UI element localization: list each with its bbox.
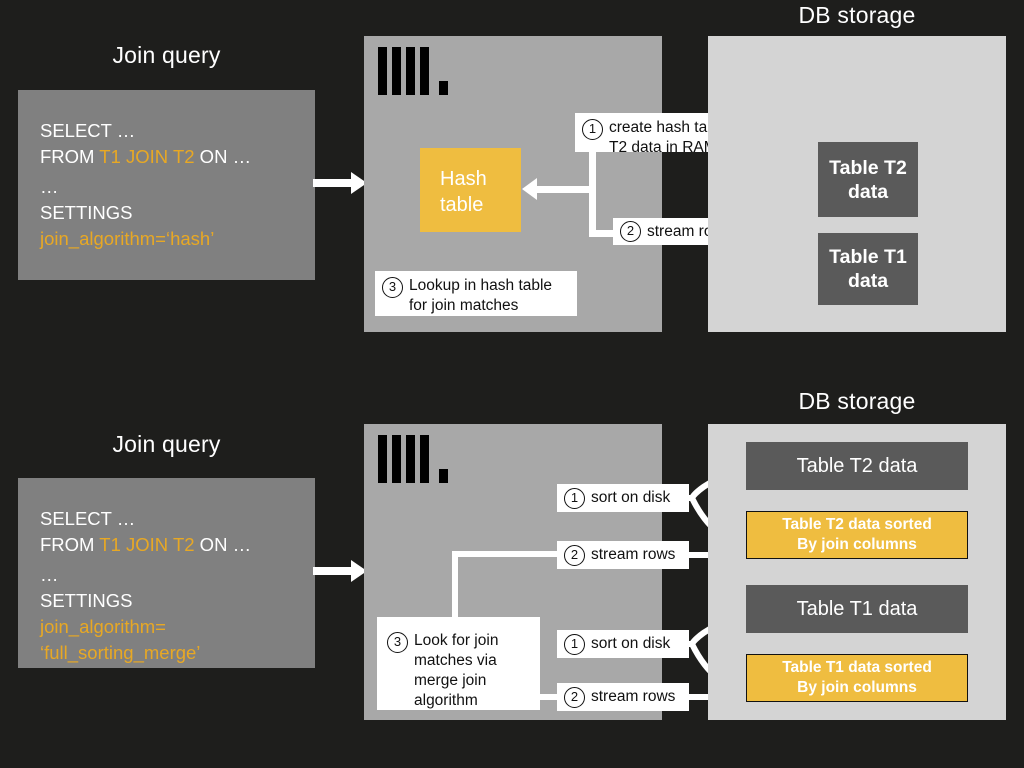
bottom-query-on-keyword: ON …	[194, 534, 252, 555]
top-query-from-keyword: FROM	[40, 146, 100, 167]
top-table-t2-line-2: data	[847, 180, 889, 203]
hash-table-line-2: table	[440, 194, 484, 216]
bottom-query-line-2: FROM T1 JOIN T2 ON …	[40, 532, 315, 558]
bottom-callout-stream-t1-text: stream rows	[591, 688, 676, 705]
top-table-t2-box: Table T2 data	[818, 142, 918, 217]
bottom-query-line-5: join_algorithm=	[40, 616, 166, 637]
bottom-storage-panel: Table T2 data Table T2 data sorted By jo…	[708, 424, 1006, 720]
clickhouse-logo-bar	[378, 47, 387, 95]
top-hash-arrow-head	[522, 178, 537, 200]
bottom-flow-arrow-shaft	[313, 567, 351, 575]
bottom-merge-to-stream2	[539, 694, 564, 700]
bottom-table-t1-raw-box: Table T1 data	[746, 585, 968, 633]
top-table-t2-line-1: Table T2	[829, 156, 907, 179]
bottom-table-t1-sorted-line-2: By join columns	[797, 679, 917, 696]
top-query-on-keyword: ON …	[194, 146, 252, 167]
bottom-table-t2-sorted-line-1: Table T2 data sorted	[782, 516, 932, 533]
bottom-elbow-vertical	[452, 551, 458, 619]
bottom-join-query-title: Join query	[112, 431, 221, 457]
bottom-query-line-3: …	[40, 564, 59, 585]
bottom-callout-sort-t1-number: 1	[564, 633, 585, 655]
bottom-callout-sort-t1: 1 sort on disk	[557, 630, 689, 658]
bottom-query-line-4: SETTINGS	[40, 590, 133, 611]
bottom-query-box: SELECT … FROM T1 JOIN T2 ON … … SETTINGS…	[18, 478, 315, 668]
clickhouse-logo-bar	[378, 435, 387, 483]
clickhouse-logo-bar	[406, 435, 415, 483]
bottom-table-t1-sorted-line-1: Table T1 data sorted	[782, 659, 932, 676]
clickhouse-logo-dot	[439, 469, 448, 483]
clickhouse-logo-bar	[392, 435, 401, 483]
clickhouse-logo-bar	[420, 47, 429, 95]
bottom-query-line-6: ‘full_sorting_merge’	[40, 642, 201, 663]
bottom-table-t2-raw-label: Table T2 data	[796, 455, 918, 477]
top-join-query-title: Join query	[112, 42, 221, 68]
bottom-flow-arrow-head	[351, 560, 367, 582]
top-flow-arrow	[313, 172, 367, 194]
clickhouse-logo-icon	[378, 435, 448, 483]
clickhouse-logo-bar	[420, 435, 429, 483]
bottom-callout-stream-t2-text: stream rows	[591, 546, 676, 563]
bottom-callout-sort-t2-text: sort on disk	[591, 489, 671, 506]
clickhouse-logo-icon	[378, 47, 448, 95]
bottom-callout-3-merge: 3 Look for join matches via merge join a…	[377, 617, 540, 710]
bottom-callout-stream-t1: 2 stream rows	[557, 683, 689, 711]
bottom-callout-stream-t2-number: 2	[564, 544, 585, 566]
bottom-table-t2-raw-box: Table T2 data	[746, 442, 968, 490]
top-query-line-5: join_algorithm=‘hash’	[40, 228, 215, 249]
top-table-t1-line-2: data	[847, 270, 889, 292]
bottom-callout-sort-t2-number: 1	[564, 487, 585, 509]
top-flow-arrow-shaft	[313, 179, 351, 187]
bottom-db-storage-title: DB storage	[798, 388, 916, 414]
top-bracket-spine	[589, 141, 596, 237]
clickhouse-logo-bar	[406, 47, 415, 95]
top-query-line-4: SETTINGS	[40, 202, 133, 223]
hash-table-box: Hash table	[420, 148, 521, 232]
top-db-storage-title: DB storage	[798, 2, 916, 28]
top-callout-2-number: 2	[620, 221, 641, 242]
bottom-table-t1-raw-label: Table T1 data	[796, 598, 918, 620]
bottom-table-t1-sorted-box: Table T1 data sorted By join columns	[746, 654, 968, 702]
hash-table-line-1: Hash	[440, 168, 487, 190]
bottom-callout-3-text: Look for join matches via merge join alg…	[414, 632, 499, 709]
bottom-query-tables: T1 JOIN T2	[99, 534, 195, 555]
bottom-callout-stream-t1-number: 2	[564, 686, 585, 708]
bottom-query-from-keyword: FROM	[40, 534, 100, 555]
top-query-tables: T1 JOIN T2	[99, 146, 195, 167]
top-query-line-2: FROM T1 JOIN T2 ON …	[40, 144, 315, 170]
top-callout-3-number: 3	[382, 277, 403, 298]
bottom-flow-arrow	[313, 560, 367, 582]
bottom-table-t2-sorted-box: Table T2 data sorted By join columns	[746, 511, 968, 559]
top-table-t1-line-1: Table T1	[829, 246, 907, 268]
bottom-callout-sort-t1-text: sort on disk	[591, 635, 671, 652]
top-bracket-stub-lower	[589, 230, 613, 237]
top-storage-panel: Table T2 data Table T1 data	[708, 36, 1006, 332]
top-callout-1-number: 1	[582, 119, 603, 140]
top-flow-arrow-head	[351, 172, 367, 194]
top-callout-3-text: Lookup in hash table for join matches	[409, 277, 553, 314]
top-bracket-to-hash	[537, 186, 591, 193]
top-table-t1-box: Table T1 data	[818, 233, 918, 305]
bottom-query-line-1: SELECT …	[40, 508, 136, 529]
top-query-line-1: SELECT …	[40, 120, 136, 141]
clickhouse-logo-bar	[392, 47, 401, 95]
bottom-callout-3-number: 3	[387, 632, 408, 653]
bottom-callout-stream-t2: 2 stream rows	[557, 541, 689, 569]
top-query-box: SELECT … FROM T1 JOIN T2 ON … … SETTINGS…	[18, 90, 315, 280]
top-query-line-3: …	[40, 176, 59, 197]
bottom-callout-sort-t2: 1 sort on disk	[557, 484, 689, 512]
bottom-table-t2-sorted-line-2: By join columns	[797, 536, 917, 553]
bottom-elbow-horizontal-upper	[452, 551, 560, 557]
top-callout-3: 3 Lookup in hash table for join matches	[375, 271, 577, 316]
clickhouse-logo-dot	[439, 81, 448, 95]
